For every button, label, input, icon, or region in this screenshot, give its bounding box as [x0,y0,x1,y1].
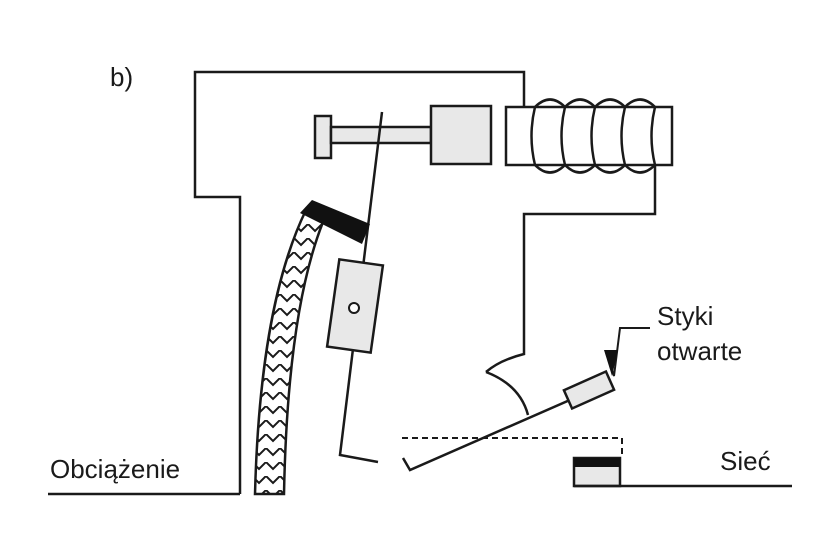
plunger-armature [429,104,493,166]
coil-windings-bottom [534,163,656,174]
contacts-label-line1: Styki [657,301,713,331]
mains-label: Sieć [720,446,771,476]
contact-arm [401,380,612,472]
pointer-arrowhead [604,350,618,376]
fixed-contact [572,456,622,488]
contact-icon [562,369,616,411]
coil-icon [504,98,674,174]
bimetal-body [253,208,325,496]
coil-body [504,105,674,167]
panel-label: b) [110,62,133,92]
contacts-label-line2: otwarte [657,336,742,366]
bimetal-strip-icon [253,200,370,496]
coil-windings [530,106,657,166]
coil-windings-top [534,98,656,109]
closed-position-dashed [402,437,623,456]
pivot-block [325,257,385,355]
plunger-icon [313,104,493,166]
pivot-dot [348,302,360,314]
contact-lever [401,380,612,472]
frame-arc [485,370,530,416]
load-label: Obciążenie [50,454,180,484]
frame-left-outline [193,70,526,494]
frame-right-outline [485,165,657,373]
fixed-contact-top [574,458,620,467]
plunger-cap [313,114,333,160]
bimetal-tip [300,200,370,244]
frame [193,70,657,494]
